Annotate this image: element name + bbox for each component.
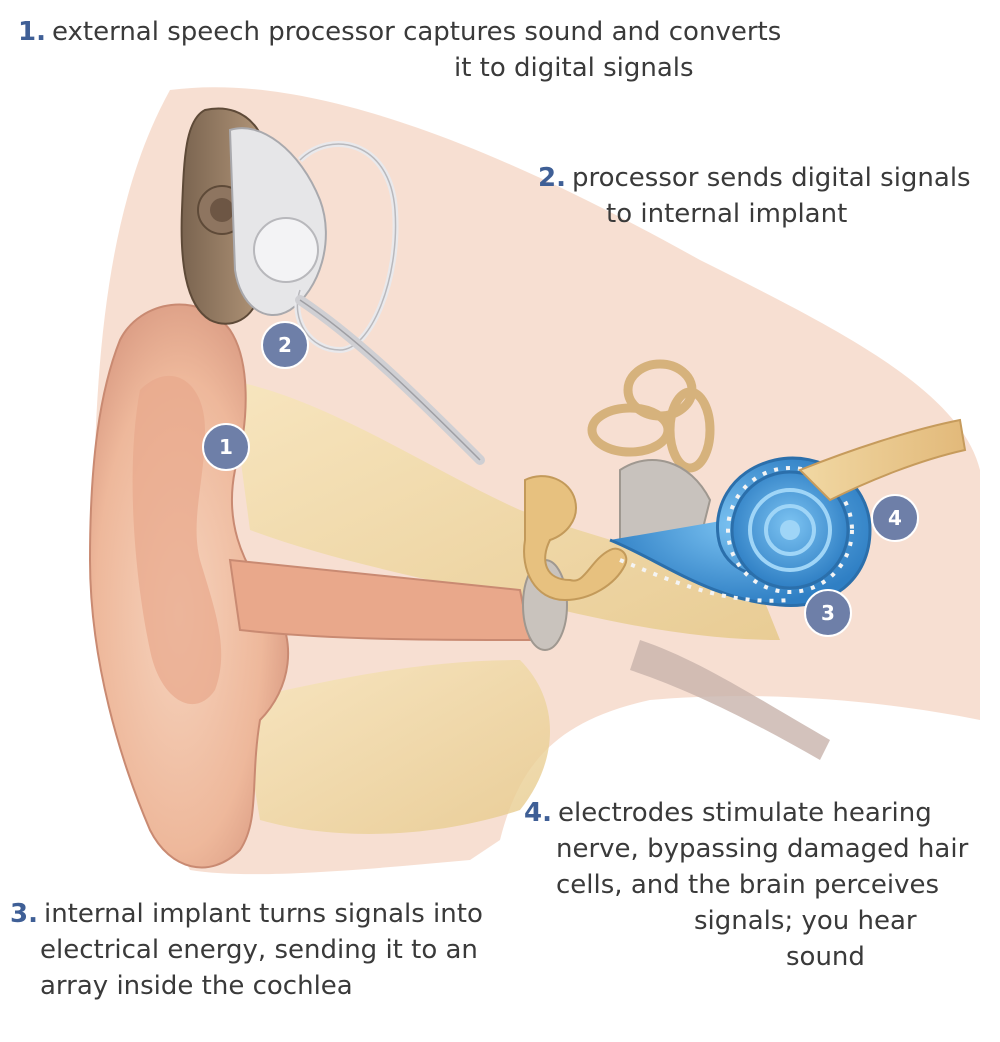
marker-4: 4 <box>871 494 919 542</box>
step-4-caption: 4.electrodes stimulate hearing nerve, by… <box>524 795 968 975</box>
marker-1: 1 <box>202 423 250 471</box>
step-1-line-2: it to digital signals <box>18 50 781 86</box>
step-4-text-line-1: electrodes stimulate hearing <box>557 798 932 828</box>
marker-1-label: 1 <box>219 435 233 459</box>
semicircular-canals <box>587 359 715 473</box>
step-4-line-4: signals; you hear <box>524 903 968 939</box>
marker-3-label: 3 <box>821 601 835 625</box>
eustachian-tube <box>630 640 830 760</box>
marker-3: 3 <box>804 589 852 637</box>
step-4-line-3: cells, and the brain perceives <box>524 867 968 903</box>
marker-2: 2 <box>261 321 309 369</box>
bone-region <box>230 380 780 640</box>
step-2-line-1: 2.processor sends digital signals <box>538 160 971 196</box>
step-3-line-1: 3.internal implant turns signals into <box>10 896 483 932</box>
step-3-text-line-2: electrical energy, sending it to an <box>40 935 478 965</box>
inner-ear-fold <box>132 375 222 705</box>
ossicles <box>523 475 628 602</box>
step-3-caption: 3.internal implant turns signals into el… <box>10 896 483 1004</box>
step-1-text-line-2: it to digital signals <box>454 53 694 83</box>
cochlea <box>609 456 872 608</box>
step-4-text-line-5: sound <box>786 942 865 972</box>
step-2-line-2: to internal implant <box>538 196 971 232</box>
step-4-number: 4. <box>524 798 552 828</box>
step-4-text-line-2: nerve, bypassing damaged hair <box>556 834 969 864</box>
step-2-number: 2. <box>538 163 566 193</box>
step-1-text-line-1: external speech processor captures sound… <box>51 17 782 47</box>
step-3-text-line-1: internal implant turns signals into <box>43 899 483 929</box>
step-3-number: 3. <box>10 899 38 929</box>
step-3-text-line-3: array inside the cochlea <box>40 971 353 1001</box>
step-2-text-line-2: to internal implant <box>606 199 848 229</box>
step-1-caption: 1.external speech processor captures sou… <box>18 14 781 86</box>
step-4-text-line-4: signals; you hear <box>694 906 917 936</box>
step-3-line-3: array inside the cochlea <box>10 968 483 1004</box>
step-2-text-line-1: processor sends digital signals <box>571 163 971 193</box>
marker-2-label: 2 <box>278 333 292 357</box>
step-4-line-1: 4.electrodes stimulate hearing <box>524 795 968 831</box>
step-3-line-2: electrical energy, sending it to an <box>10 932 483 968</box>
step-4-line-5: sound <box>524 939 968 975</box>
step-4-text-line-3: cells, and the brain perceives <box>556 870 940 900</box>
step-1-number: 1. <box>18 17 46 47</box>
marker-4-label: 4 <box>888 506 902 530</box>
step-4-line-2: nerve, bypassing damaged hair <box>524 831 968 867</box>
step-2-caption: 2.processor sends digital signals to int… <box>538 160 971 232</box>
hearing-nerve <box>798 418 967 502</box>
lower-bone-region <box>240 660 550 834</box>
step-1-line-1: 1.external speech processor captures sou… <box>18 14 781 50</box>
